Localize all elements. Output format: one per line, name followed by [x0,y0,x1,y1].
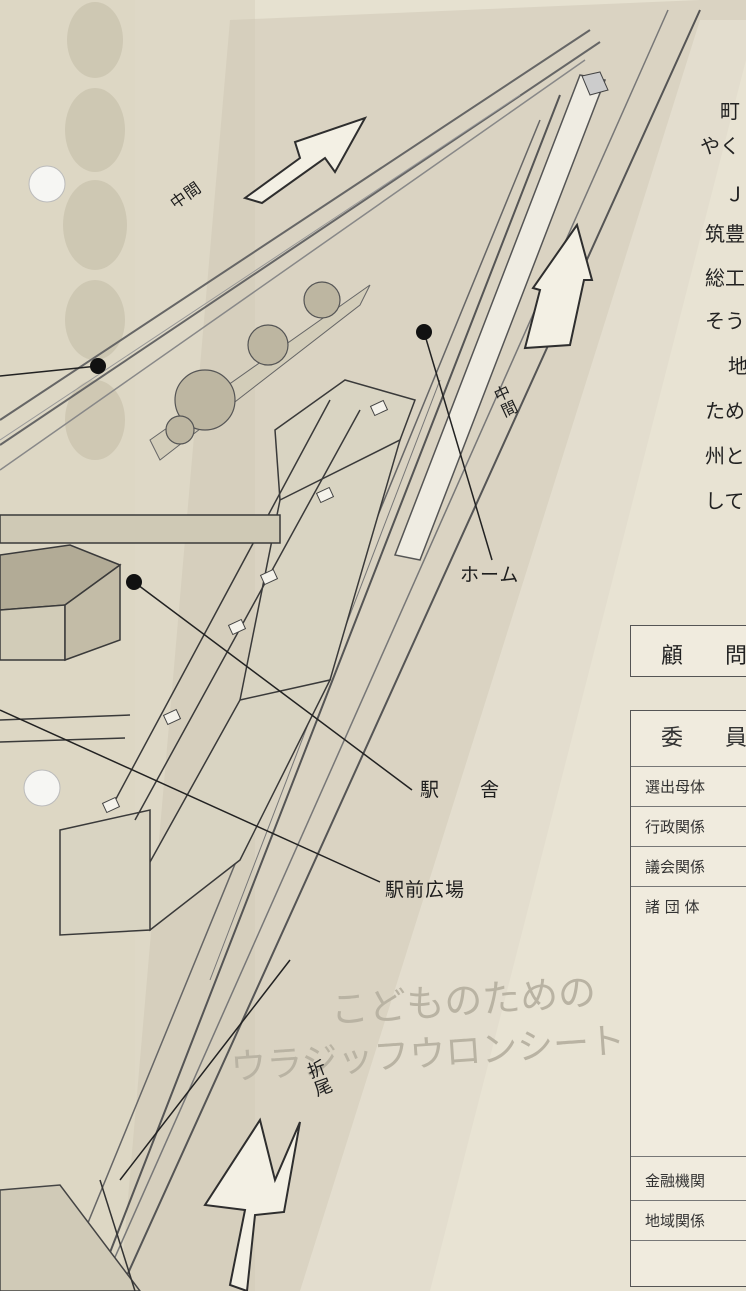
label-home: ホーム [460,564,520,586]
label-ekisha: 駅 舎 [420,779,501,801]
committee-row: 選出母体 [631,767,746,807]
article-line: 州と [705,444,745,468]
station-building [0,514,281,743]
article-line: そう [705,309,745,333]
direction-arrows [203,116,594,1291]
article-line: して [705,489,745,513]
article-line: 筑豊 [705,222,745,246]
article-line: ため [705,399,745,423]
article-line: やく [700,134,740,158]
article-line: 地 [728,354,746,378]
advisors-header: 顧 問 [661,644,746,669]
committee-row: 諸 団 体 [631,887,746,1157]
label-ekimae: 駅前広場 [385,879,466,901]
article-line: 町 [720,99,740,123]
committee-row: 金融機関 [631,1161,746,1201]
callout-leaders [0,331,493,1181]
faded-vertical-heading [63,2,127,460]
committee-row: 行政関係 [631,807,746,847]
committee-row: 議会関係 [631,847,746,887]
committee-table: 委 員 選出母体 行政関係 議会関係 諸 団 体 金融機関 地域関係 [630,710,746,1287]
advisors-table: 顧 問 [630,625,746,677]
committee-row: 地域関係 [631,1201,746,1241]
article-line: 総工 [705,266,745,290]
committee-header: 委 員 [631,711,746,767]
article-line: Ｊ [725,182,745,206]
